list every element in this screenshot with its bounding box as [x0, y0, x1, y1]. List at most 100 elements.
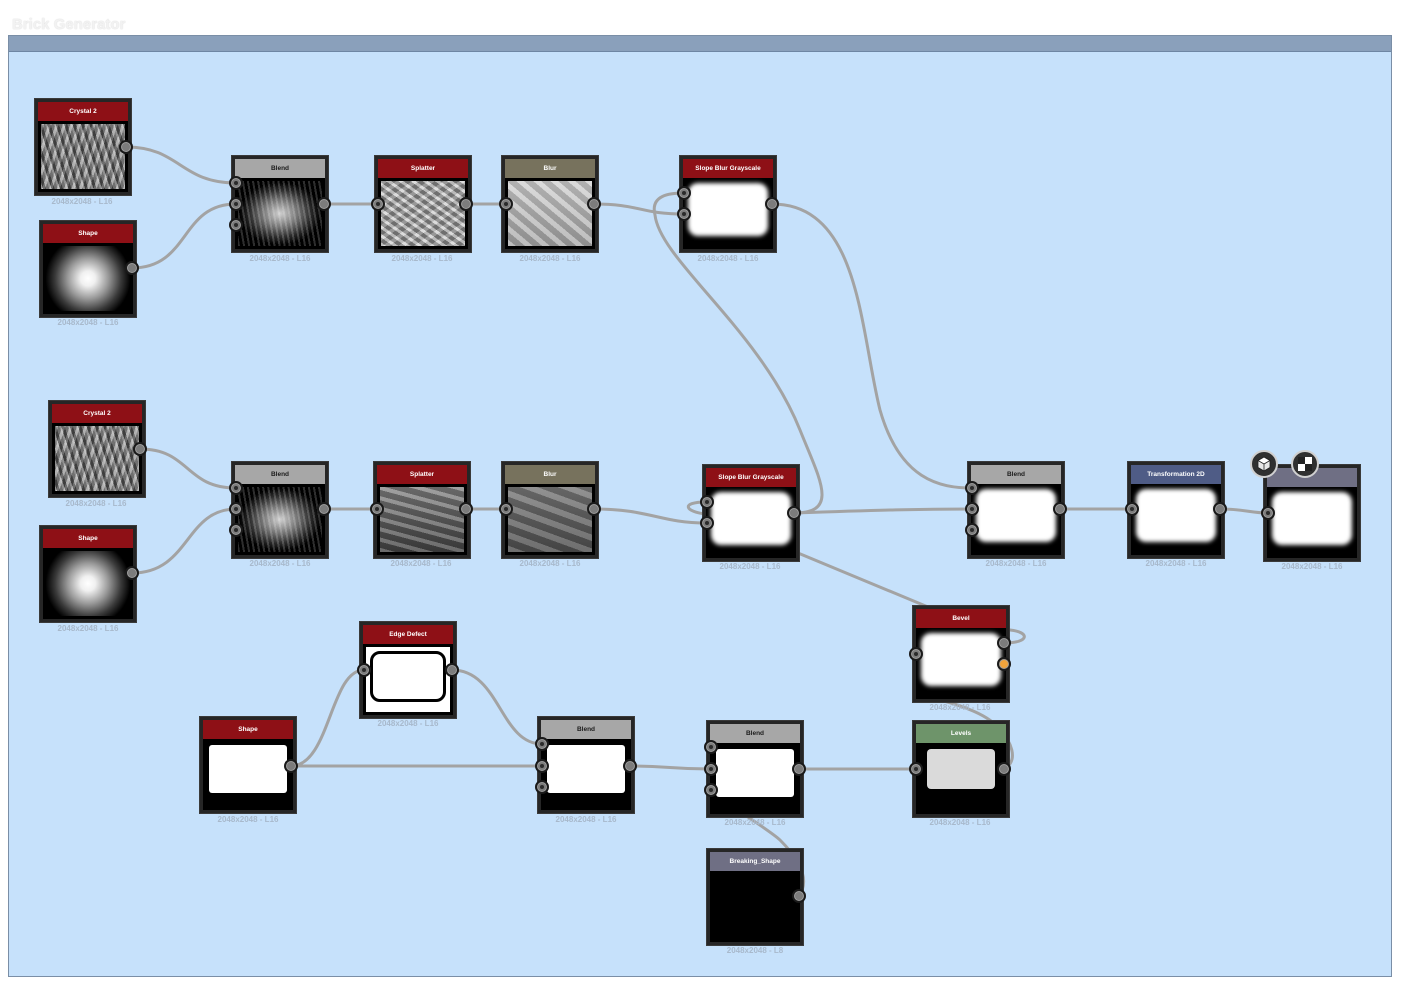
output-port[interactable]: [317, 197, 331, 211]
node-title: Splatter: [377, 465, 467, 484]
node-bevel[interactable]: Bevel: [913, 606, 1009, 702]
node-crystal-2[interactable]: Crystal 2: [49, 401, 145, 497]
output-port[interactable]: [1213, 502, 1227, 516]
output-port[interactable]: [459, 502, 473, 516]
input-port[interactable]: [700, 516, 714, 530]
output-port[interactable]: [587, 502, 601, 516]
input-port[interactable]: [677, 207, 691, 221]
output-port[interactable]: [997, 762, 1011, 776]
input-port[interactable]: [704, 740, 718, 754]
output-port-normal[interactable]: [997, 657, 1011, 671]
view-3d-button[interactable]: [1250, 450, 1278, 478]
input-port[interactable]: [965, 481, 979, 495]
node-blend[interactable]: Blend: [232, 462, 328, 558]
wire: [124, 145, 238, 185]
output-port[interactable]: [792, 762, 806, 776]
input-port[interactable]: [229, 197, 243, 211]
output-port[interactable]: [997, 636, 1011, 650]
node-preview: [46, 551, 130, 616]
node-slope-blur-grayscale[interactable]: Slope Blur Grayscale: [680, 156, 776, 252]
node-blend[interactable]: Blend: [232, 156, 328, 252]
node-transformation-2d[interactable]: Transformation 2D: [1128, 462, 1224, 558]
node-info: 2048x2048 - L16: [719, 562, 781, 571]
node-shape[interactable]: Shape: [40, 221, 136, 317]
node-crystal-2[interactable]: Crystal 2: [35, 99, 131, 195]
node-blend[interactable]: Blend: [968, 462, 1064, 558]
input-port[interactable]: [499, 197, 513, 211]
output-port[interactable]: [587, 197, 601, 211]
output-port[interactable]: [125, 261, 139, 275]
input-port[interactable]: [700, 495, 714, 509]
input-port[interactable]: [1261, 506, 1275, 520]
input-port[interactable]: [535, 759, 549, 773]
output-port[interactable]: [792, 889, 806, 903]
input-port[interactable]: [229, 176, 243, 190]
input-port[interactable]: [1125, 502, 1139, 516]
wire: [792, 507, 974, 515]
output-port[interactable]: [119, 140, 133, 154]
wire: [652, 191, 824, 515]
output-port[interactable]: [445, 663, 459, 677]
input-port[interactable]: [229, 481, 243, 495]
node-blend[interactable]: Blend: [538, 717, 634, 813]
node-info: 2048x2048 - L16: [57, 624, 119, 633]
node-blend[interactable]: Blend: [707, 721, 803, 817]
node-preview: [41, 124, 125, 189]
node-levels[interactable]: Levels: [913, 721, 1009, 817]
node-title: Blend: [235, 465, 325, 484]
input-port[interactable]: [535, 737, 549, 751]
input-port[interactable]: [229, 218, 243, 232]
node-preview: [508, 487, 592, 552]
node-info: 2048x2048 - L16: [519, 254, 581, 263]
input-port[interactable]: [499, 502, 513, 516]
input-port[interactable]: [704, 762, 718, 776]
input-port[interactable]: [965, 523, 979, 537]
input-port[interactable]: [909, 647, 923, 661]
node-title: Bevel: [916, 609, 1006, 628]
output-port[interactable]: [317, 502, 331, 516]
node-title: Transformation 2D: [1131, 465, 1221, 484]
wire: [289, 668, 366, 768]
node-breaking-shape[interactable]: Breaking_Shape: [707, 849, 803, 945]
node-edge-defect[interactable]: Edge Defect: [360, 622, 456, 718]
node-title: Blend: [971, 465, 1061, 484]
frame-header-bar[interactable]: [9, 36, 1391, 52]
node-title: Shape: [43, 224, 133, 243]
node-shape[interactable]: Shape: [40, 526, 136, 622]
node-info: 2048x2048 - L16: [1281, 562, 1343, 571]
input-port[interactable]: [357, 663, 371, 677]
output-port[interactable]: [284, 759, 298, 773]
node-title: Slope Blur Grayscale: [683, 159, 773, 178]
input-port[interactable]: [704, 783, 718, 797]
checker-icon: [1298, 457, 1312, 471]
node-shape[interactable]: Shape: [200, 717, 296, 813]
input-port[interactable]: [677, 186, 691, 200]
output-port[interactable]: [459, 197, 473, 211]
output-port[interactable]: [1053, 502, 1067, 516]
view-2d-button[interactable]: [1291, 450, 1319, 478]
input-port[interactable]: [965, 502, 979, 516]
wire: [138, 447, 238, 490]
wire: [770, 202, 974, 490]
output-port[interactable]: [623, 759, 637, 773]
node-blur[interactable]: Blur: [502, 156, 598, 252]
node-info: 2048x2048 - L16: [1145, 559, 1207, 568]
input-port[interactable]: [370, 502, 384, 516]
output-port[interactable]: [133, 442, 147, 456]
node-blur[interactable]: Blur: [502, 462, 598, 558]
node-info: 2048x2048 - L16: [57, 318, 119, 327]
wire: [592, 507, 708, 525]
input-port[interactable]: [535, 780, 549, 794]
input-port[interactable]: [371, 197, 385, 211]
input-port[interactable]: [229, 502, 243, 516]
input-port[interactable]: [909, 762, 923, 776]
node-splatter[interactable]: Splatter: [374, 462, 470, 558]
node-output[interactable]: [1264, 465, 1360, 561]
node-splatter[interactable]: Splatter: [375, 156, 471, 252]
input-port[interactable]: [229, 523, 243, 537]
output-port[interactable]: [765, 197, 779, 211]
output-port[interactable]: [125, 566, 139, 580]
output-port[interactable]: [787, 506, 801, 520]
node-slope-blur-grayscale[interactable]: Slope Blur Grayscale: [703, 465, 799, 561]
